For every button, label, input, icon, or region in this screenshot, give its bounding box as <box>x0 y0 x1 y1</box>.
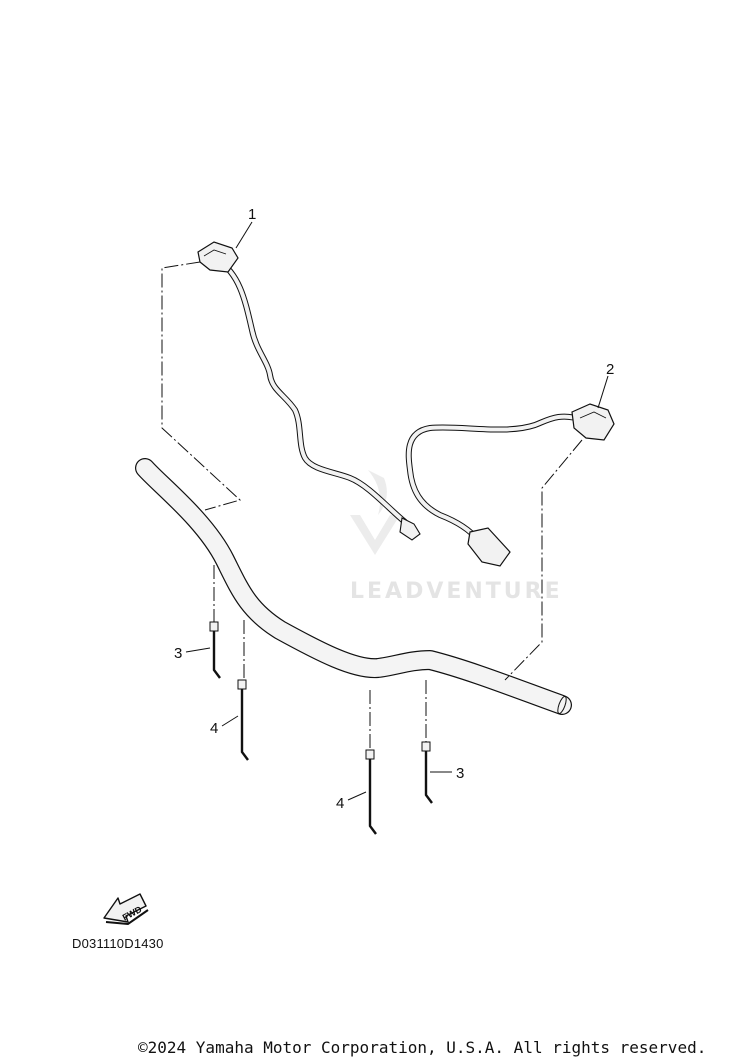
cable-band-4a[interactable] <box>237 679 249 761</box>
diagram-code: D031110D1430 <box>72 936 164 951</box>
handlebar[interactable] <box>135 458 572 715</box>
callout-1: 1 <box>248 206 256 223</box>
cable-band-3a[interactable] <box>209 621 221 679</box>
callout-leaders <box>185 221 609 801</box>
callout-4b: 4 <box>336 795 344 812</box>
left-handlebar-switch[interactable] <box>197 241 421 541</box>
copyright-notice: ©2024 Yamaha Motor Corporation, U.S.A. A… <box>138 1038 707 1057</box>
callout-3a: 3 <box>174 645 182 662</box>
fwd-arrow-icon: FWD <box>103 893 149 926</box>
callout-2: 2 <box>606 361 614 378</box>
cable-band-4b[interactable] <box>365 749 377 835</box>
watermark-text: LEADVENTURE <box>350 579 563 604</box>
right-handlebar-switch[interactable] <box>405 403 615 567</box>
callout-4a: 4 <box>210 720 218 737</box>
watermark: LEADVENTURE <box>350 470 563 604</box>
assembly-lines <box>161 261 583 750</box>
callouts: 1 2 3 4 4 3 <box>174 206 614 812</box>
callout-3b: 3 <box>456 765 464 782</box>
